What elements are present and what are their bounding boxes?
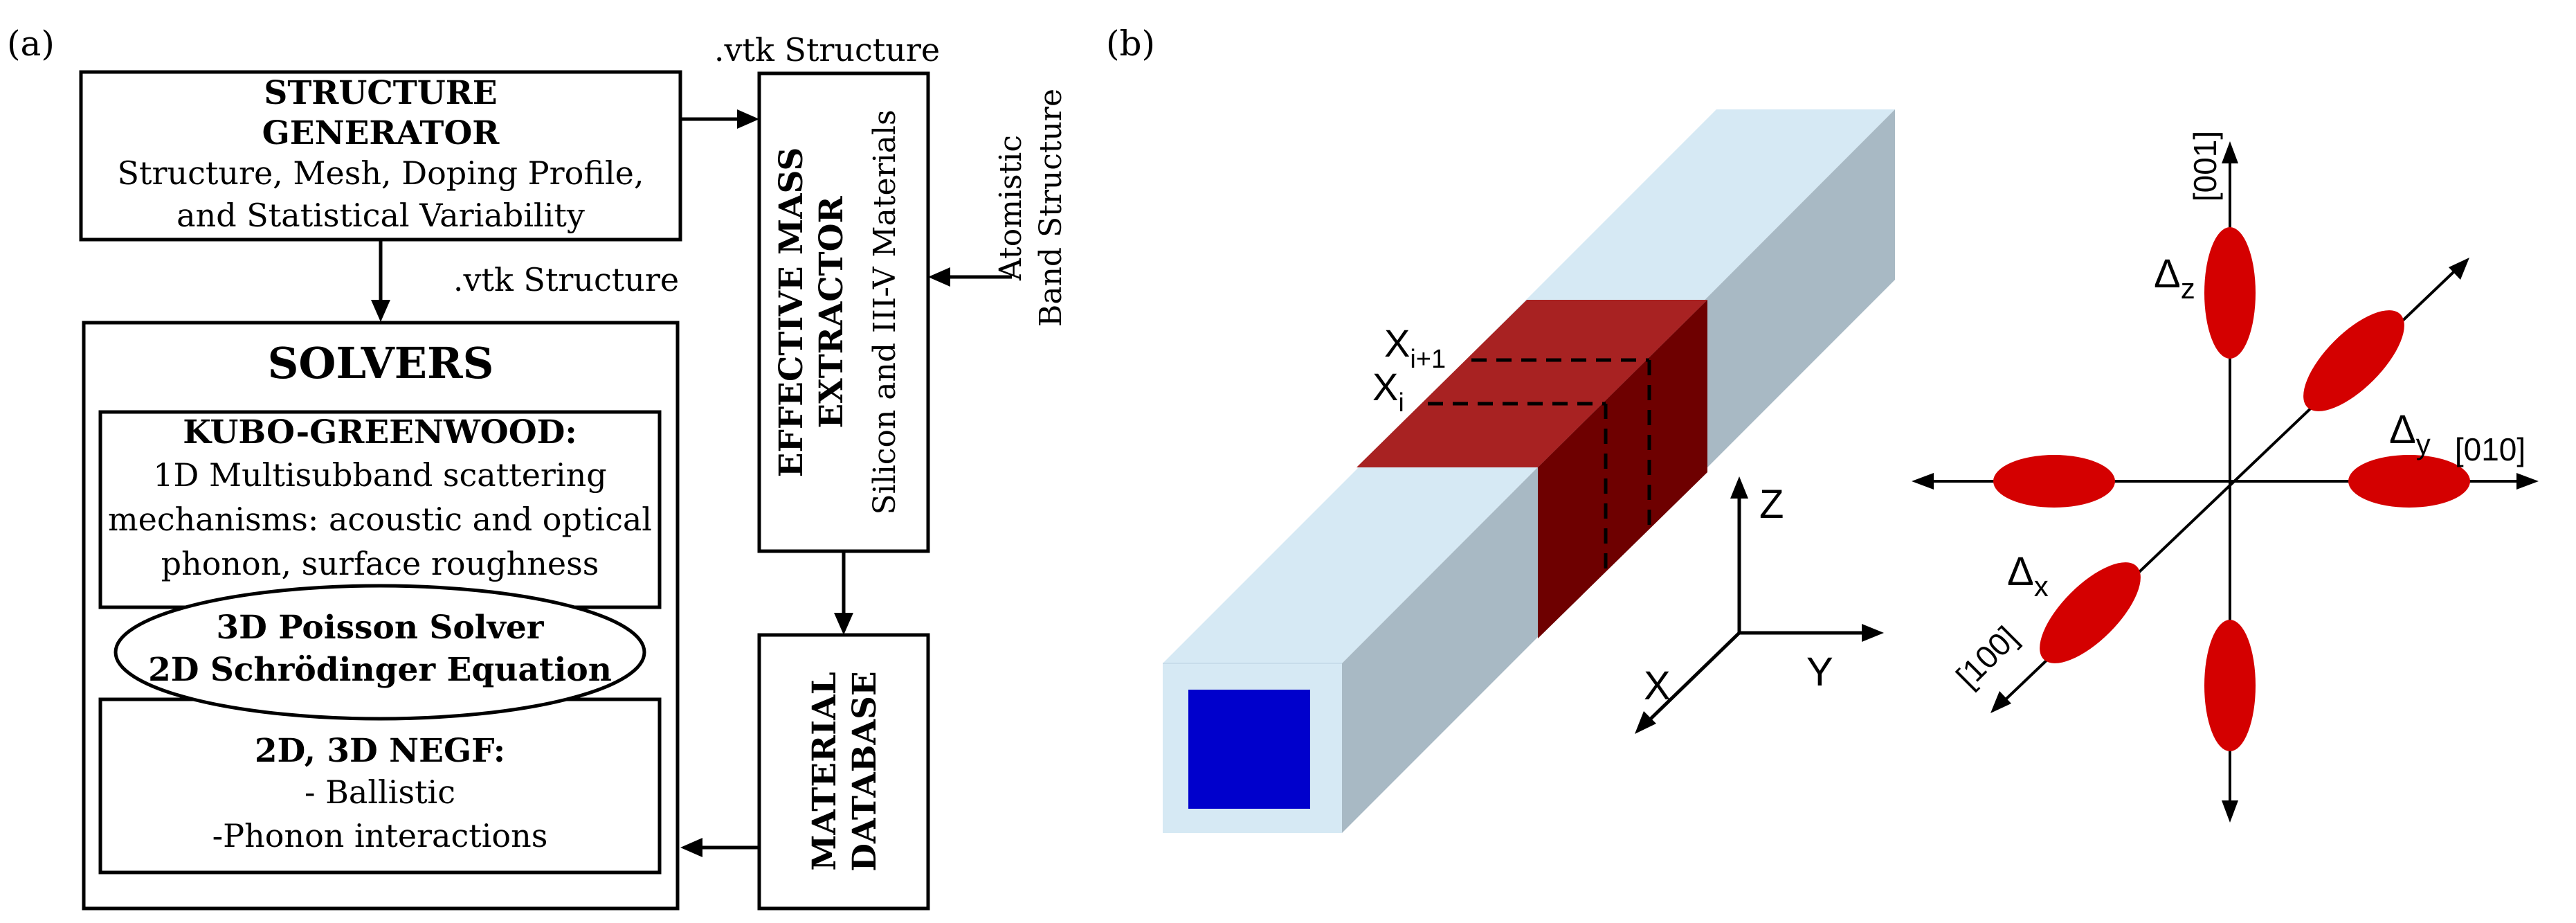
negf-line-2: -Phonon interactions xyxy=(212,817,548,854)
ellipsoid-dz-bottom xyxy=(2204,620,2256,751)
panel-a-label: (a) xyxy=(7,24,55,64)
nanowire: Xi+1 Xi xyxy=(1163,109,1895,833)
coordinate-axes: Z Y X xyxy=(1635,476,1884,734)
direction-label-001: [001] xyxy=(2187,131,2223,201)
valley-label-dy: Δy xyxy=(2389,407,2431,460)
structure-generator-desc-1: Structure, Mesh, Doping Profile, xyxy=(117,154,644,192)
vtk-label-mid: .vtk Structure xyxy=(453,261,679,298)
material-database-line-2: DATABASE xyxy=(846,671,884,871)
ellipsoid-dx-upper xyxy=(2303,310,2404,411)
poisson-line-1: 3D Poisson Solver xyxy=(216,609,544,647)
kubo-line-3: phonon, surface roughness xyxy=(161,545,599,582)
ellipsoid-dy-right xyxy=(2348,455,2470,508)
slice-side-face xyxy=(1538,300,1707,638)
structure-generator-desc-2: and Statistical Variability xyxy=(176,197,585,234)
kubo-line-2: mechanisms: acoustic and optical xyxy=(108,501,652,538)
structure-generator-title-2: GENERATOR xyxy=(262,114,500,152)
axis-label-y: Y xyxy=(1806,649,1833,695)
material-database-line-1: MATERIAL xyxy=(806,672,844,870)
valley-label-dx: Δx xyxy=(2007,549,2049,602)
slice-label-xi: Xi xyxy=(1372,365,1404,418)
ellipsoid-dz-top xyxy=(2204,227,2256,359)
panel-b: (b) Xi+1 Xi xyxy=(1106,24,2539,833)
atomistic-line-2: Band Structure xyxy=(1033,89,1069,327)
arrow-atomistic-to-extractor xyxy=(928,267,1012,287)
ellipsoid-dx-lower xyxy=(2040,562,2141,663)
axis-label-z: Z xyxy=(1759,482,1784,527)
valley-label-dz: Δz xyxy=(2154,251,2195,305)
slice-top-face xyxy=(1357,300,1707,467)
direction-label-010: [010] xyxy=(2455,431,2525,467)
slice-label-xi1: Xi+1 xyxy=(1384,321,1446,374)
panel-b-label: (b) xyxy=(1106,24,1155,64)
negf-title: 2D, 3D NEGF: xyxy=(255,732,505,770)
arrow-extractor-to-database xyxy=(834,551,853,635)
solvers-title: SOLVERS xyxy=(268,338,494,388)
kubo-line-1: 1D Multisubband scattering xyxy=(153,456,606,494)
poisson-line-2: 2D Schrödinger Equation xyxy=(148,651,612,689)
effective-mass-subtitle: Silicon and III-V Materials xyxy=(867,109,902,514)
valley-diagram: Δz Δy Δx [001] [010] [100] xyxy=(1912,131,2539,823)
nanowire-core xyxy=(1188,690,1310,809)
effective-mass-extractor-box: EFFECTIVE MASS EXTRACTOR Silicon and III… xyxy=(757,71,930,553)
effective-mass-title-1: EFFECTIVE MASS xyxy=(772,147,810,478)
kubo-title: KUBO-GREENWOOD: xyxy=(183,413,577,451)
direction-label-100: [100] xyxy=(1949,619,2024,695)
effective-mass-title-2: EXTRACTOR xyxy=(813,195,851,428)
kubo-greenwood-box: KUBO-GREENWOOD: 1D Multisubband scatteri… xyxy=(98,410,662,609)
poisson-schrodinger-ellipse: 3D Poisson Solver 2D Schrödinger Equatio… xyxy=(114,584,646,721)
negf-box: 2D, 3D NEGF: - Ballistic -Phonon interac… xyxy=(98,697,662,875)
solvers-box: SOLVERS KUBO-GREENWOOD: 1D Multisubband … xyxy=(82,321,680,911)
structure-generator-title-1: STRUCTURE xyxy=(264,74,497,112)
material-database-box: MATERIAL DATABASE xyxy=(757,633,930,911)
axis-label-x: X xyxy=(1644,663,1671,708)
structure-generator-box: STRUCTURE GENERATOR Structure, Mesh, Dop… xyxy=(79,70,682,242)
vtk-label-top: .vtk Structure xyxy=(714,31,940,69)
arrow-database-to-solvers xyxy=(680,838,759,857)
atomistic-line-1: Atomistic xyxy=(993,135,1028,281)
arrow-generator-to-solvers xyxy=(371,240,390,322)
arrow-generator-to-extractor xyxy=(680,109,759,129)
ellipsoid-dy-left xyxy=(1993,455,2115,508)
panel-a: (a) STRUCTURE GENERATOR Structure, Mesh,… xyxy=(7,24,1069,911)
negf-line-1: - Ballistic xyxy=(305,773,455,811)
atomistic-band-structure-label: Atomistic Band Structure xyxy=(993,89,1069,327)
